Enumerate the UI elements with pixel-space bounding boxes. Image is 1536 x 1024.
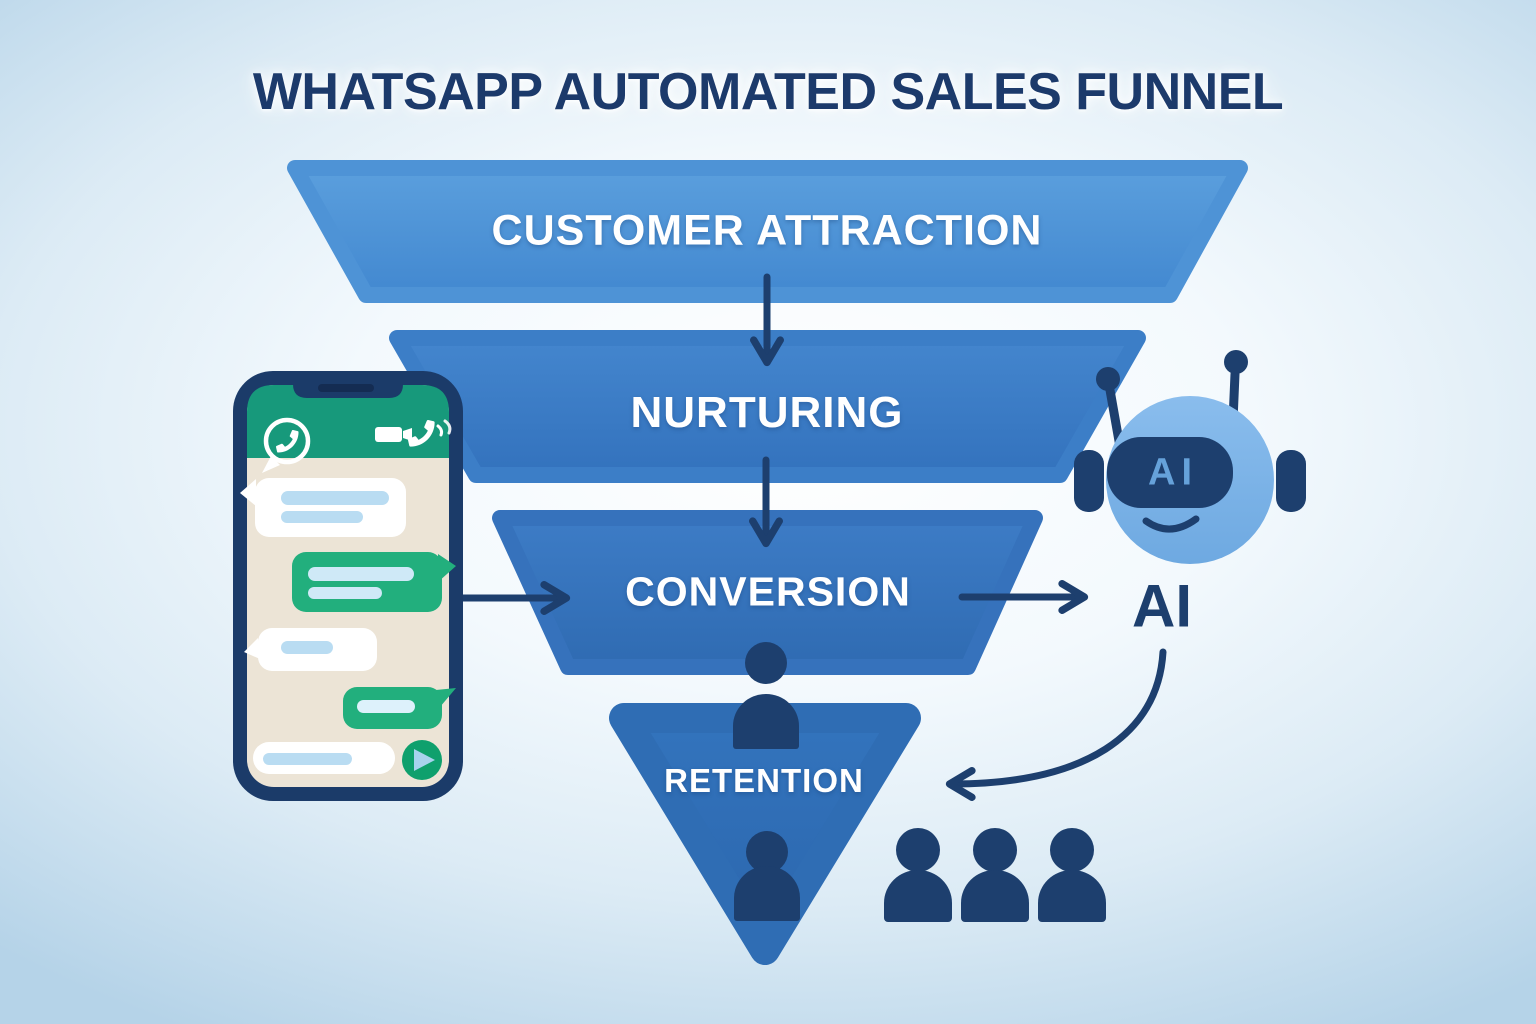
person-icon xyxy=(733,642,799,749)
person-icon xyxy=(961,828,1029,922)
person-icon xyxy=(734,831,800,921)
funnel-label-conversion: CONVERSION xyxy=(625,568,911,615)
incoming-message-bubble xyxy=(244,628,377,671)
funnel-level-customer-attraction xyxy=(287,160,1248,303)
funnel-label-nurturing: NURTURING xyxy=(630,388,904,437)
curved-arrow-ai-to-retention-icon xyxy=(945,648,1167,801)
outgoing-message-bubble xyxy=(343,687,456,729)
outgoing-message-bubble xyxy=(292,552,456,612)
flow-arrows xyxy=(458,273,1167,801)
phone-call-icon xyxy=(407,419,452,447)
funnel-level-conversion xyxy=(492,510,1043,675)
robot-visor xyxy=(1107,437,1233,508)
whatsapp-icon xyxy=(262,417,311,473)
send-icon[interactable] xyxy=(402,740,442,780)
funnel-label-retention: RETENTION xyxy=(664,762,864,799)
person-icon xyxy=(884,828,952,922)
robot-ear-left xyxy=(1074,450,1104,512)
video-call-icon xyxy=(375,427,412,442)
phone-notch-speaker xyxy=(318,384,374,392)
chat-bubbles xyxy=(240,478,456,780)
ai-label: AI xyxy=(1132,572,1192,640)
ai-robot-icon xyxy=(1074,350,1306,564)
page-title: WHATSAPP AUTOMATED SALES FUNNEL xyxy=(252,63,1284,121)
robot-antenna-tip-right xyxy=(1224,350,1248,374)
robot-visor-label: AI xyxy=(1148,451,1198,494)
incoming-message-bubble xyxy=(240,478,406,537)
robot-antenna-tip-left xyxy=(1096,367,1120,391)
robot-smile xyxy=(1142,515,1200,533)
person-icon xyxy=(1038,828,1106,922)
funnel-label-customer-attraction: CUSTOMER ATTRACTION xyxy=(491,206,1043,255)
whatsapp-phone-mockup xyxy=(233,371,463,801)
message-input-bar[interactable] xyxy=(253,742,395,774)
funnel-people xyxy=(733,642,800,921)
robot-ear-right xyxy=(1276,450,1306,512)
group-of-three-people-icon xyxy=(884,828,1106,922)
